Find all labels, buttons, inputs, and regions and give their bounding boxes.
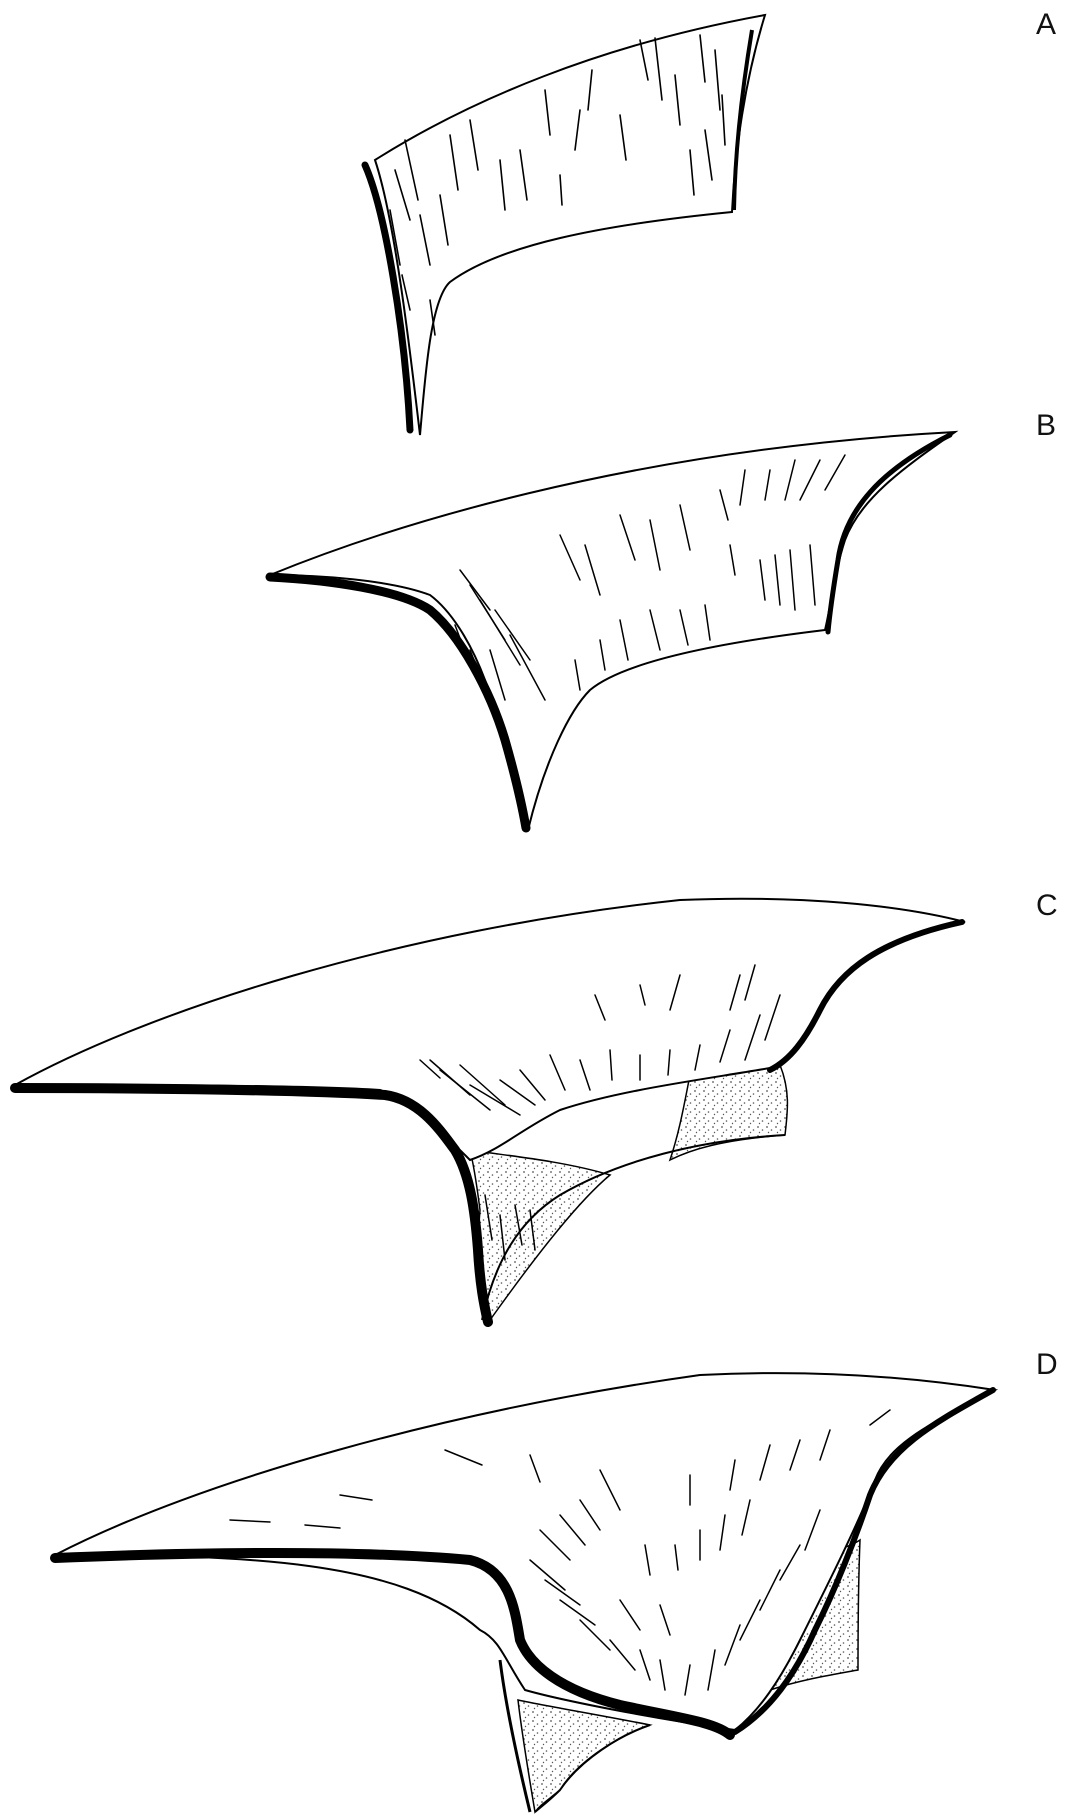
panel-label-b: B [1036, 411, 1056, 441]
panel-b-drawing [270, 432, 955, 830]
panel-c-surface [15, 899, 965, 1160]
panel-label-d: D [1036, 1350, 1058, 1380]
panel-label-a: A [1036, 10, 1056, 40]
panel-d-stipple-left [518, 1700, 650, 1812]
panel-a-drawing [365, 15, 765, 435]
panel-c-drawing [15, 899, 965, 1322]
panel-b-surface [270, 432, 955, 830]
panel-label-c: C [1036, 891, 1058, 921]
panel-d-drawing [55, 1373, 995, 1812]
panel-c-thick-edge [15, 1088, 488, 1322]
panel-a-surface [375, 15, 765, 435]
